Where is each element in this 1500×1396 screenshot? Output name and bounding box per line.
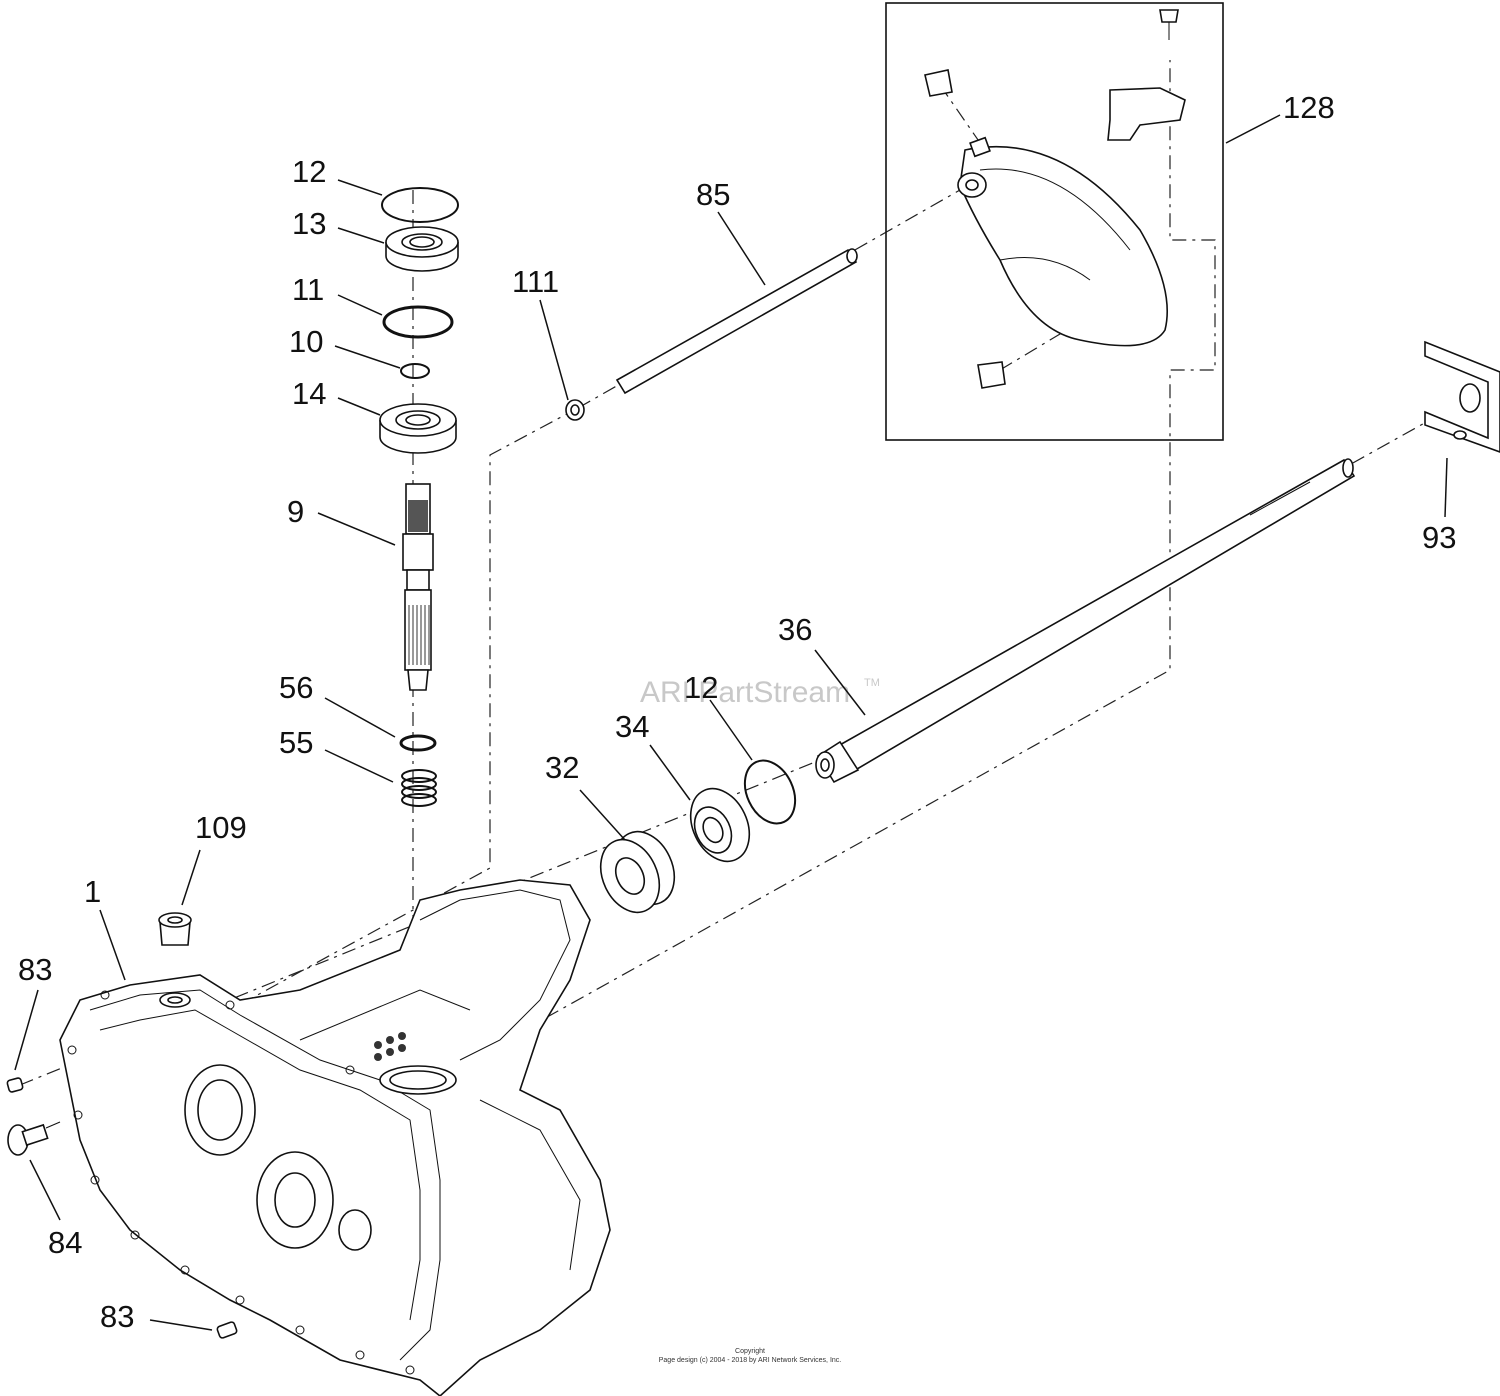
bearing-32 (599, 830, 676, 914)
dowel-pin-83-upper (6, 1077, 24, 1093)
callout-85: 85 (696, 177, 730, 212)
plug-109 (158, 912, 192, 946)
retaining-ring-12-axle (743, 759, 797, 825)
retaining-ring-12-top (381, 187, 459, 223)
callout-34: 34 (615, 709, 649, 744)
callout-11: 11 (292, 272, 324, 307)
callout-labels: 12 13 11 10 14 9 56 55 109 1 83 84 83 11… (18, 90, 1456, 1334)
callout-128: 128 (1283, 90, 1335, 125)
washer-56 (399, 734, 437, 752)
bracket-93 (1424, 340, 1500, 453)
callout-84: 84 (48, 1225, 82, 1260)
bearing-14 (379, 403, 457, 454)
callout-13: 13 (292, 206, 326, 241)
vent-fitting-84 (7, 1121, 61, 1156)
callout-55: 55 (279, 725, 313, 760)
bearing-34 (689, 787, 751, 863)
callout-10: 10 (289, 324, 323, 359)
callout-12-axle: 12 (684, 670, 718, 705)
callout-9: 9 (287, 494, 304, 529)
assembly-centerlines (19, 60, 1431, 1086)
spring-55 (401, 769, 437, 807)
axle-36 (815, 458, 1356, 784)
input-shaft-9 (402, 483, 434, 691)
ring-10 (400, 363, 430, 379)
watermark-trademark: TM (864, 677, 880, 689)
copyright-title: Copyright (735, 1348, 765, 1355)
callout-83-lower: 83 (100, 1299, 134, 1334)
callout-83-upper: 83 (18, 952, 52, 987)
callout-36: 36 (778, 612, 812, 647)
callout-56: 56 (279, 670, 313, 705)
callout-32: 32 (545, 750, 579, 785)
copyright-text: Page design (c) 2004 - 2018 by ARI Netwo… (659, 1357, 842, 1364)
callout-109: 109 (195, 810, 247, 845)
shift-arm-cover-assembly (924, 9, 1186, 389)
transmission-housing-1 (59, 879, 611, 1396)
callout-93: 93 (1422, 520, 1456, 555)
bearing-13 (385, 226, 459, 272)
shaft-85 (615, 248, 858, 395)
watermark: ARI PartStream (640, 676, 850, 709)
callout-12-top: 12 (292, 154, 326, 189)
ring-11 (382, 305, 454, 339)
callout-1: 1 (84, 874, 101, 909)
kit-128-box (885, 2, 1224, 441)
callout-14: 14 (292, 376, 326, 411)
dowel-pin-83-lower (216, 1321, 238, 1339)
washer-111 (565, 399, 585, 421)
leader-lines (14, 114, 1448, 1331)
callout-111: 111 (512, 264, 559, 299)
